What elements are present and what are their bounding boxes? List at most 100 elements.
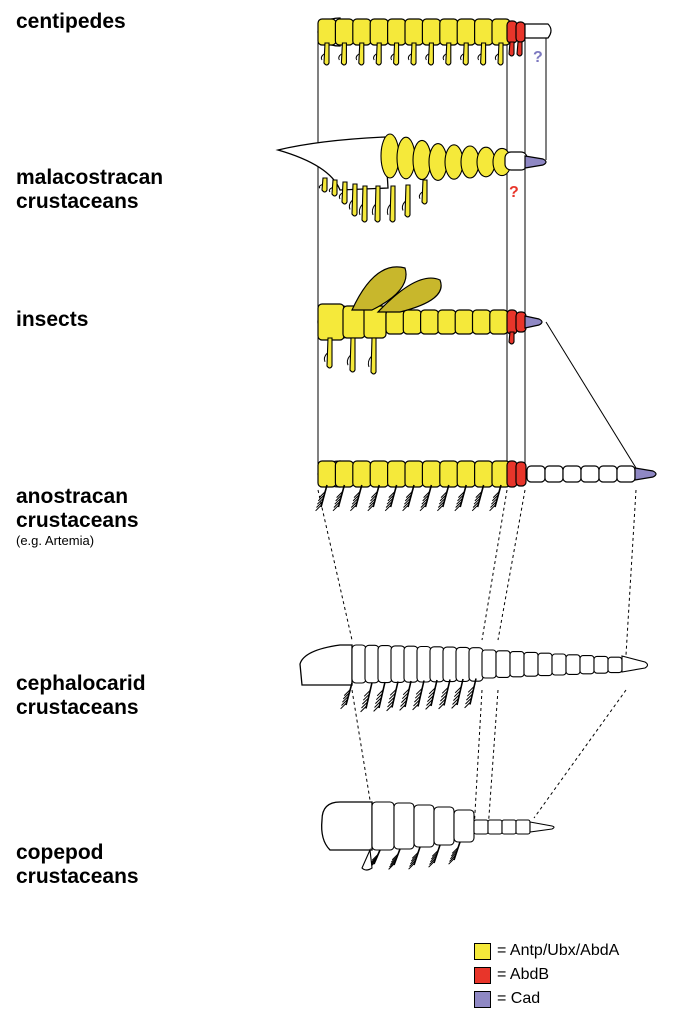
leg-curl	[402, 202, 405, 211]
segment	[438, 310, 456, 334]
telson	[635, 468, 656, 480]
leg	[371, 338, 376, 374]
segment	[469, 648, 483, 682]
limb	[418, 681, 424, 707]
leg	[342, 182, 347, 204]
limb	[366, 683, 372, 709]
segment	[552, 654, 566, 675]
segment	[516, 22, 525, 42]
leg-curl	[495, 54, 498, 60]
segment	[608, 657, 622, 672]
segment	[502, 820, 516, 834]
leg-curl	[347, 356, 350, 366]
leg-curl	[324, 353, 327, 361]
segment	[617, 466, 635, 482]
leg	[322, 178, 327, 192]
segment	[445, 145, 463, 179]
legend-text: = AbdB	[497, 966, 549, 984]
limb	[405, 681, 411, 707]
segment	[405, 461, 423, 487]
segment	[397, 137, 415, 179]
telson	[525, 316, 542, 328]
legend-text: = Antp/Ubx/AbdA	[497, 942, 619, 960]
leg-curl	[387, 205, 390, 215]
segment	[474, 820, 488, 834]
segment	[482, 650, 496, 678]
leg	[341, 43, 346, 65]
limb	[392, 682, 398, 708]
swatch-antp	[474, 943, 491, 960]
limb	[408, 485, 414, 507]
homology-dashed-line	[488, 690, 498, 830]
leg-curl	[419, 192, 422, 199]
leg-curl	[443, 54, 446, 60]
segment	[524, 652, 538, 676]
leg-curl	[426, 54, 429, 60]
homology-dashed-line	[534, 690, 626, 818]
swatch-abdb	[474, 967, 491, 984]
leg	[362, 186, 367, 222]
segment	[455, 310, 473, 334]
legend-item-abdb: = AbdB	[474, 964, 549, 986]
segment	[490, 310, 508, 334]
leg-curl	[339, 193, 342, 199]
leg	[446, 43, 451, 65]
segment	[378, 646, 392, 683]
limb	[443, 485, 449, 507]
tail	[525, 24, 551, 38]
limb	[457, 679, 463, 705]
limb	[460, 485, 466, 507]
segment	[475, 19, 493, 45]
limb-seta	[439, 703, 445, 709]
segment	[404, 646, 418, 682]
leg	[428, 43, 433, 65]
limb	[338, 485, 344, 507]
segment	[545, 466, 563, 482]
limb	[444, 680, 450, 706]
segment	[413, 140, 431, 179]
limb-seta	[452, 702, 458, 708]
limb	[478, 485, 484, 507]
leg	[517, 42, 522, 56]
leg	[509, 332, 514, 344]
animal-copepod	[322, 802, 554, 870]
limb	[373, 485, 379, 507]
leg	[390, 186, 395, 222]
segment	[454, 810, 474, 842]
segment	[440, 461, 458, 487]
segment	[440, 19, 458, 45]
segment	[457, 461, 475, 487]
leg	[481, 43, 486, 65]
segment	[335, 19, 353, 45]
leg-curl	[368, 357, 371, 367]
leg-curl	[372, 205, 375, 215]
homology-dashed-line	[498, 490, 525, 640]
segment	[388, 19, 406, 45]
leg	[332, 180, 337, 196]
segment	[391, 646, 405, 683]
leg	[350, 338, 355, 372]
segment	[343, 306, 365, 338]
limb	[346, 683, 352, 705]
leg-curl	[478, 54, 481, 60]
telson	[622, 656, 648, 672]
segment	[599, 466, 617, 482]
limb-seta	[361, 706, 367, 712]
leg	[422, 180, 427, 204]
segment	[421, 310, 439, 334]
segment	[422, 19, 440, 45]
leg-curl	[374, 54, 377, 60]
leg-curl	[349, 201, 352, 210]
homology-dashed-line	[474, 690, 482, 830]
limb	[321, 485, 327, 507]
limb	[431, 680, 437, 706]
limb	[470, 679, 476, 705]
limb	[379, 682, 385, 708]
segment	[430, 647, 444, 682]
limb-seta	[374, 705, 380, 711]
segment	[580, 656, 594, 674]
segment	[434, 807, 454, 845]
segment	[510, 652, 524, 677]
leg	[405, 185, 410, 217]
limb-seta	[465, 702, 471, 708]
